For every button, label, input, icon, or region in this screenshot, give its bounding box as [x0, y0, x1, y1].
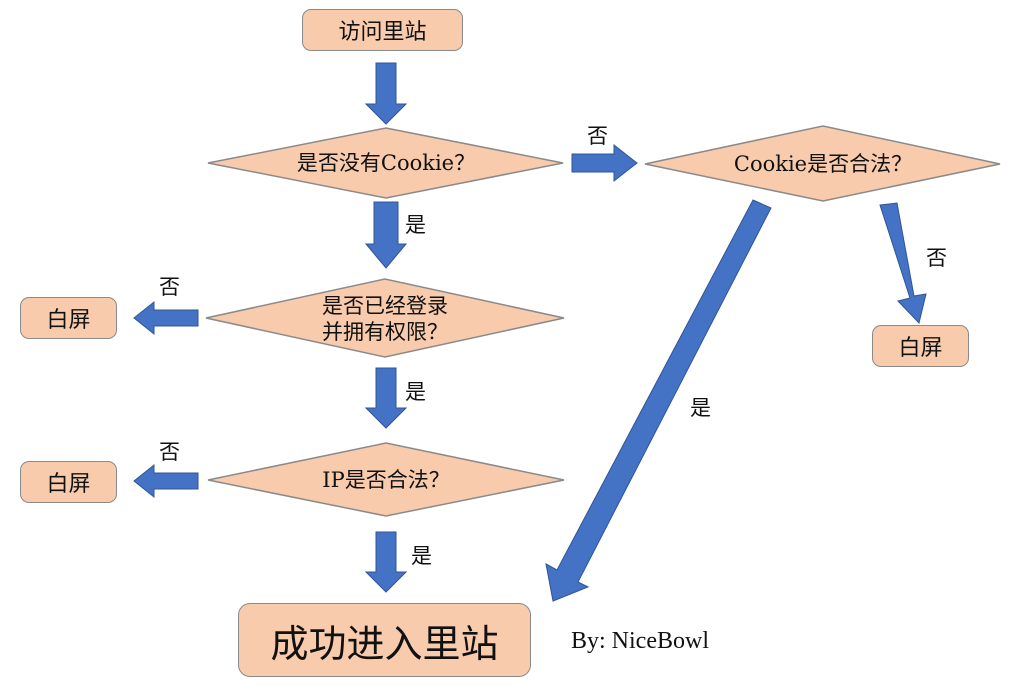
success-node: 成功进入里站	[238, 603, 531, 677]
decision-login-label: 是否已经登录 并拥有权限？	[260, 291, 510, 347]
decision-no-cookie-label: 是否没有Cookie？	[296, 150, 476, 175]
arrow-cookie-check-to-cookie-valid	[571, 143, 638, 183]
blank-screen-node-left-2: 白屏	[20, 461, 117, 503]
arrow-cookie-valid-to-blank	[879, 202, 927, 325]
edge-label-cookie-no: 否	[587, 124, 608, 148]
edge-label-login-no: 否	[159, 275, 180, 299]
decision-no-cookie-shape	[207, 127, 564, 199]
author-credit: By: NiceBowl	[571, 628, 709, 654]
edge-label-cookie-valid-yes: 是	[690, 396, 711, 420]
start-node: 访问里站	[302, 9, 463, 51]
decision-ip-valid-shape	[207, 442, 565, 517]
edge-label-login-yes: 是	[405, 380, 426, 404]
edge-label-ip-yes: 是	[411, 544, 432, 568]
arrow-ip-to-blank	[133, 463, 199, 499]
arrow-start-to-cookie-check	[364, 62, 408, 125]
arrow-cookie-check-to-login	[364, 201, 408, 269]
edge-label-no-cookie-yes: 是	[405, 213, 426, 237]
decision-cookie-valid-label: Cookie是否合法？	[733, 151, 913, 176]
decision-ip-valid-label: IP是否合法？	[322, 467, 450, 492]
decision-login-label-line2: 并拥有权限？	[322, 320, 448, 344]
blank-screen-node-left-1: 白屏	[20, 297, 117, 339]
arrow-login-to-ip	[364, 367, 408, 429]
edge-label-cookie-invalid-no: 否	[926, 246, 947, 270]
arrow-login-to-blank	[133, 300, 199, 336]
decision-login-shape	[205, 278, 565, 358]
decision-login-label-line1: 是否已经登录	[322, 293, 448, 318]
blank-screen-node-right: 白屏	[872, 325, 969, 367]
edge-label-ip-no: 否	[159, 440, 180, 464]
arrow-cookie-valid-to-success	[545, 199, 772, 602]
arrow-ip-to-success	[364, 531, 408, 593]
decision-cookie-valid-shape	[644, 125, 1001, 202]
